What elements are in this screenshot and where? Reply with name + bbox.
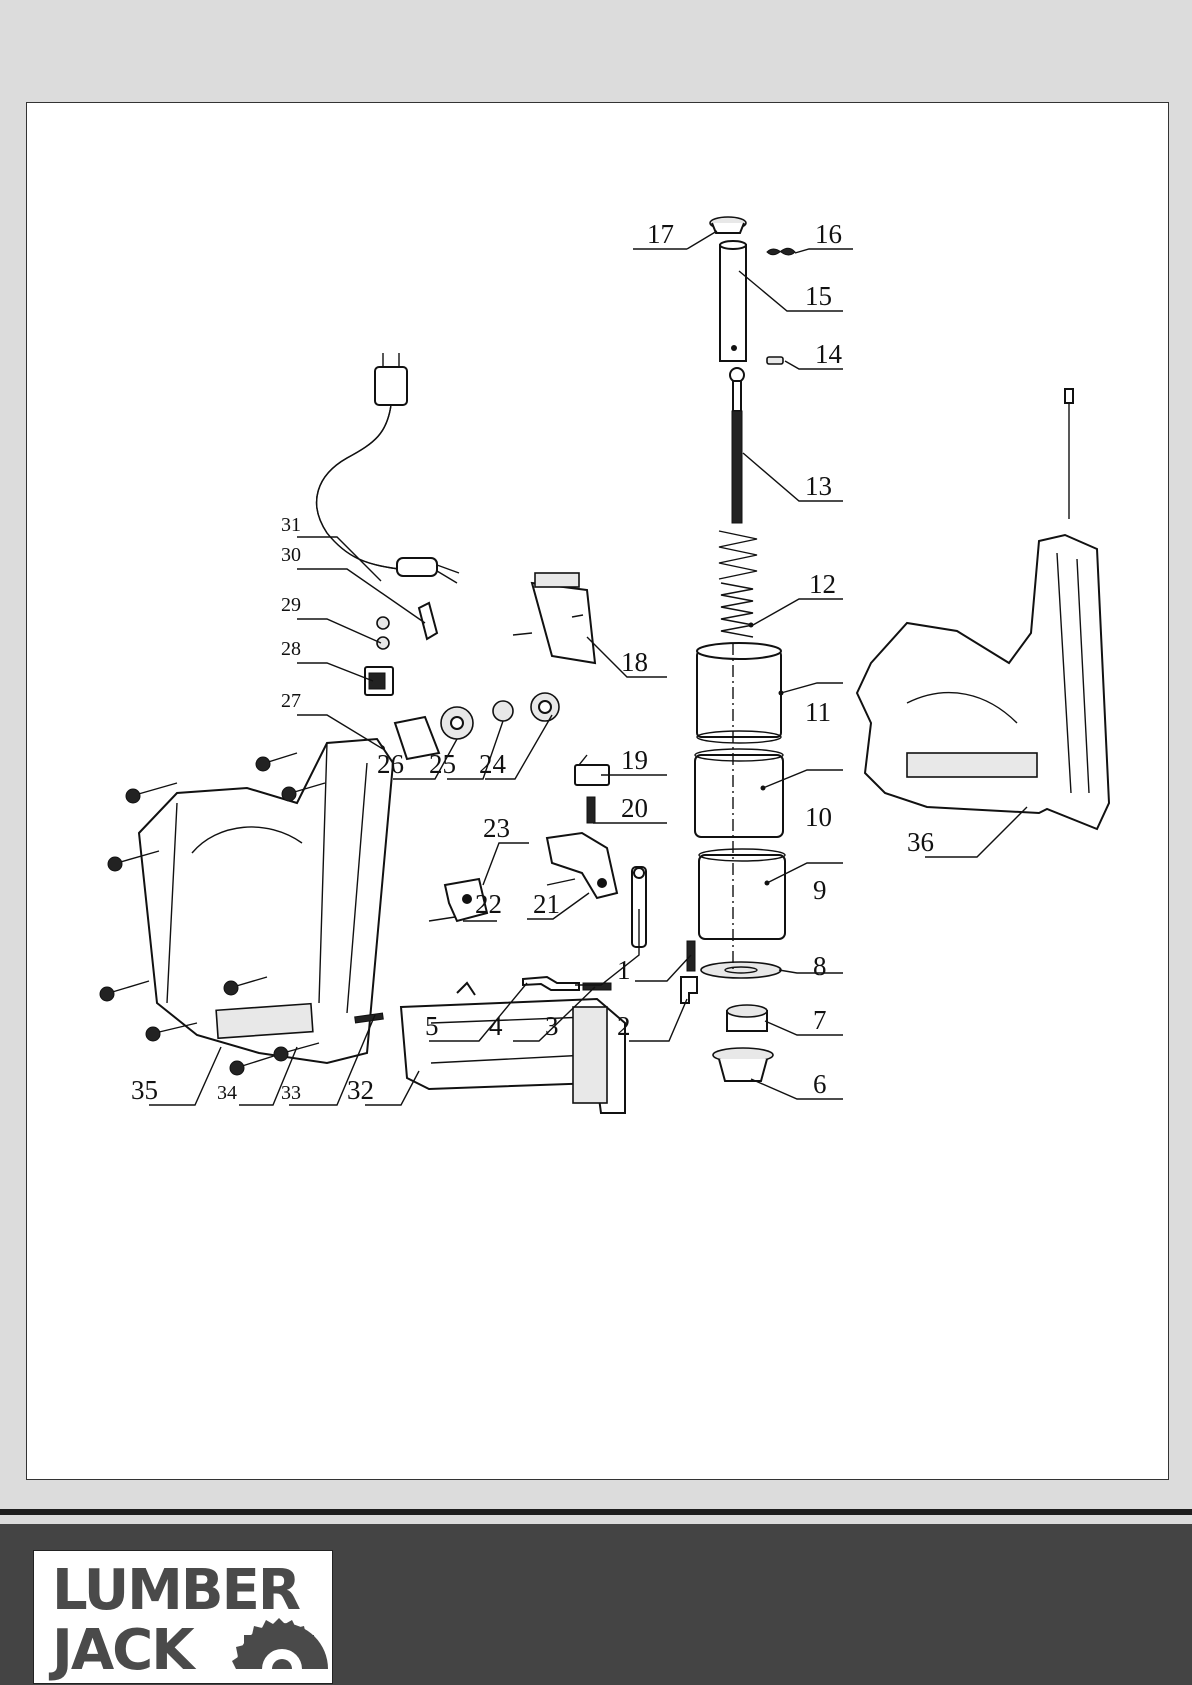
callout-3: 3 [545, 1011, 559, 1041]
part-11-coil [697, 643, 784, 743]
part-32-magazine [401, 983, 625, 1113]
callout-13: 13 [805, 471, 832, 501]
callout-15: 15 [805, 281, 832, 311]
callout-30: 30 [281, 544, 301, 566]
callout-32: 32 [347, 1075, 374, 1105]
part-31-power-cord [317, 353, 459, 583]
brand-line-1: LUMBER [52, 1558, 300, 1623]
part-24-bearing [493, 693, 559, 721]
part-14-pin [767, 357, 783, 364]
callout-31: 31 [281, 514, 301, 536]
part-8-washer [701, 962, 781, 978]
part-10-sleeve [695, 749, 783, 837]
callout-23: 23 [483, 813, 510, 843]
part-35-left-housing [139, 739, 393, 1063]
callout-33: 33 [281, 1082, 301, 1104]
diagram-frame: 17 16 15 14 13 12 11 10 9 8 7 6 18 19 20… [26, 102, 1169, 1480]
part-29-screw [377, 617, 389, 649]
part-20-spring [587, 797, 595, 823]
part-25-gear [441, 707, 473, 739]
part-28-switch [365, 667, 393, 695]
part-18-board [513, 573, 595, 663]
saw-blade-icon [232, 1618, 328, 1669]
callout-26: 26 [377, 749, 404, 779]
callout-11: 11 [805, 697, 831, 727]
callout-16: 16 [815, 219, 842, 249]
callout-14: 14 [815, 339, 843, 369]
callout-35: 35 [131, 1075, 158, 1105]
part-15-tube [720, 241, 746, 361]
part-2-latch [681, 977, 697, 1003]
callout-10: 10 [805, 802, 832, 832]
callout-1: 1 [617, 955, 631, 985]
part-36-tie-strap [1065, 389, 1073, 519]
callout-17: 17 [647, 219, 674, 249]
part-12-spring [719, 531, 757, 637]
callout-12: 12 [809, 569, 836, 599]
exploded-parts-diagram: 17 16 15 14 13 12 11 10 9 8 7 6 18 19 20… [27, 103, 1170, 1481]
callout-8: 8 [813, 951, 827, 981]
callout-21: 21 [533, 889, 560, 919]
callout-18: 18 [621, 647, 648, 677]
callout-7: 7 [813, 1005, 827, 1035]
callout-19: 19 [621, 745, 648, 775]
part-5-link [523, 977, 579, 990]
callout-5: 5 [425, 1011, 439, 1041]
part-9-sleeve [699, 849, 785, 939]
callout-29: 29 [281, 594, 301, 616]
part-36-right-housing [857, 535, 1109, 829]
part-16-clip [767, 248, 795, 255]
part-4-spring [583, 983, 611, 990]
callout-2: 2 [617, 1011, 631, 1041]
callout-6: 6 [813, 1069, 827, 1099]
callout-34: 34 [217, 1082, 237, 1104]
brand-line-2: JACK [48, 1618, 197, 1683]
part-13-driver-blade [730, 368, 744, 523]
callout-9: 9 [813, 875, 827, 905]
brand-logo: LUMBER JACK [33, 1550, 333, 1684]
part-19-microswitch [575, 755, 609, 785]
callout-36: 36 [907, 827, 934, 857]
callout-25: 25 [429, 749, 456, 779]
part-7-bushing [727, 1005, 767, 1031]
callout-4: 4 [489, 1011, 503, 1041]
callout-28: 28 [281, 638, 301, 660]
callout-20: 20 [621, 793, 648, 823]
callout-27: 27 [281, 690, 301, 712]
callout-22: 22 [475, 889, 502, 919]
part-17-cap [710, 217, 746, 233]
part-6-bumper [713, 1048, 773, 1081]
footer-rule [0, 1509, 1192, 1515]
callout-24: 24 [479, 749, 507, 779]
